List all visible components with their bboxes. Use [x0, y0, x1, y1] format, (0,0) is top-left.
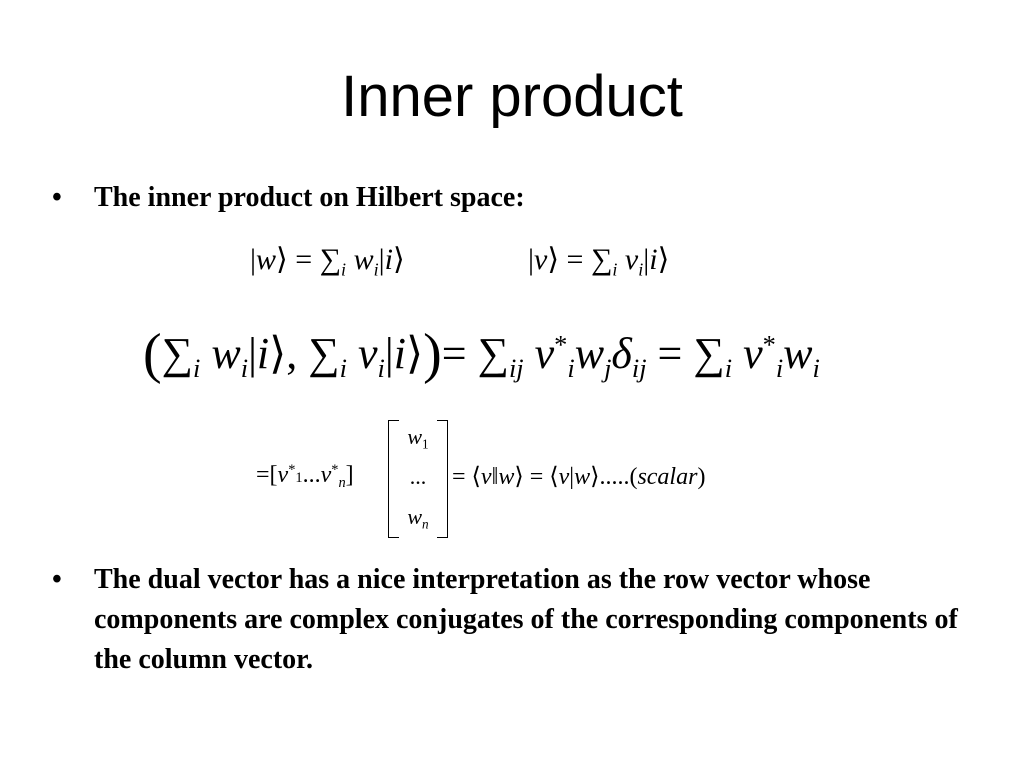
matrix-left-bracket	[388, 420, 399, 538]
slide-title: Inner product	[341, 64, 683, 129]
equation-ket-w: |w⟩ = ∑i wi|i⟩	[250, 243, 405, 280]
bullet-2-text: The dual vector has a nice interpretatio…	[94, 564, 958, 675]
equation-ket-v: |v⟩ = ∑i vi|i⟩	[528, 243, 670, 280]
equation-row-vector: =[v*1...v*n]	[256, 462, 354, 492]
column-vector-matrix: w1 ... wn	[388, 420, 448, 538]
matrix-entry-w1: w1	[407, 424, 429, 452]
bullet-marker: •	[52, 564, 62, 595]
matrix-entry-dots: ...	[409, 464, 427, 489]
bullet-1-text: The inner product on Hilbert space:	[94, 182, 525, 213]
matrix-right-bracket	[437, 420, 448, 538]
matrix-entry-wn: wn	[407, 504, 429, 532]
bullet-marker: •	[52, 182, 62, 213]
equation-result: = ⟨v‖w⟩ = ⟨v|w⟩.....(scalar)	[452, 464, 706, 490]
equation-inner-product: (∑i wi|i⟩, ∑i vi|i⟩)= ∑ij v*iwjδij = ∑i …	[143, 323, 820, 385]
